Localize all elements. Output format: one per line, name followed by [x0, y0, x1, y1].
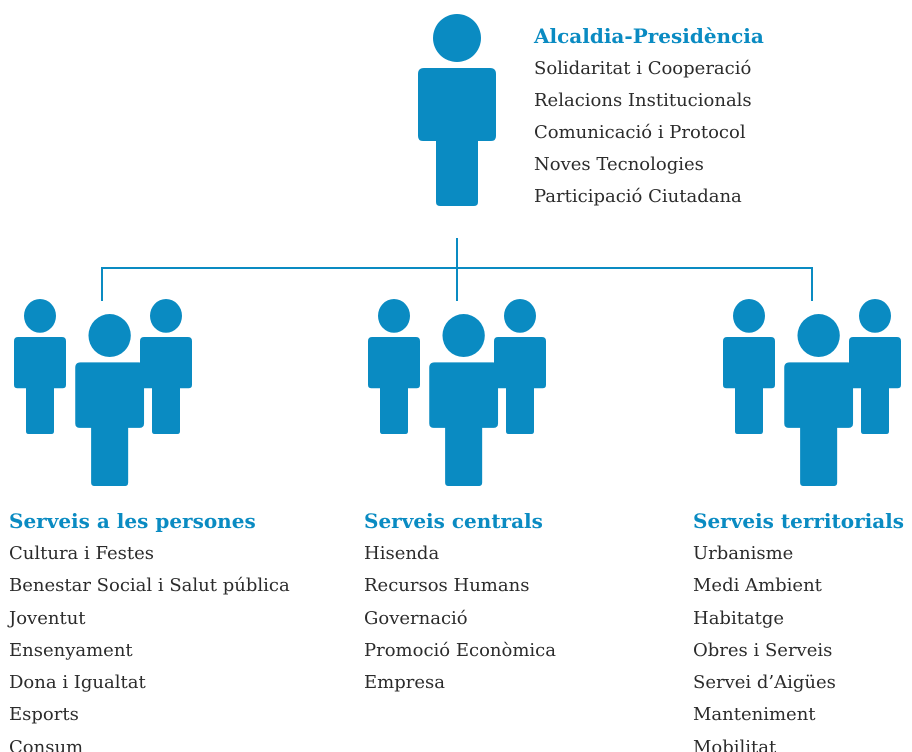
person-icon	[412, 14, 502, 206]
leader-title: Alcaldia-Presidència	[534, 24, 764, 48]
list-item: Comunicació i Protocol	[534, 122, 746, 143]
department-block-centrals: Serveis centrals Hisenda Recursos Humans…	[364, 506, 556, 699]
list-item: Empresa	[364, 672, 445, 694]
department-title: Serveis a les persones	[9, 509, 256, 533]
list-item: Governació	[364, 607, 468, 629]
list-item: Manteniment	[693, 704, 816, 726]
group-icon	[10, 299, 196, 481]
group-icon	[364, 299, 550, 481]
list-item: Dona i Igualtat	[9, 672, 146, 694]
list-item: Habitatge	[693, 607, 785, 629]
list-item: Obres i Serveis	[693, 639, 833, 661]
group-icon	[719, 299, 905, 481]
list-item: Noves Tecnologies	[534, 154, 704, 175]
list-item: Servei d’Aigües	[693, 672, 836, 694]
list-item: Recursos Humans	[364, 575, 530, 597]
list-item: Medi Ambient	[693, 575, 822, 597]
list-item: Urbanisme	[693, 543, 794, 564]
list-item: Consum	[9, 736, 84, 752]
list-item: Ensenyament	[9, 639, 133, 661]
leader-list: Solidaritat i Cooperació Relacions Insti…	[534, 53, 764, 213]
list-item: Mobilitat	[693, 736, 777, 752]
list-item: Hisenda	[364, 543, 440, 564]
list-item: Relacions Institucionals	[534, 90, 752, 111]
list-item: Solidaritat i Cooperació	[534, 58, 752, 79]
department-title: Serveis territorials	[693, 509, 905, 533]
list-item: Promoció Econòmica	[364, 639, 556, 661]
department-list: Cultura i Festes Benestar Social i Salut…	[9, 538, 290, 752]
list-item: Joventut	[9, 607, 86, 629]
department-block-territorials: Serveis territorials Urbanisme Medi Ambi…	[693, 506, 904, 752]
department-block-persones: Serveis a les persones Cultura i Festes …	[9, 506, 290, 752]
department-title: Serveis centrals	[364, 509, 543, 533]
list-item: Esports	[9, 704, 79, 726]
list-item: Cultura i Festes	[9, 543, 155, 564]
department-list: Urbanisme Medi Ambient Habitatge Obres i…	[693, 538, 904, 752]
list-item: Participació Ciutadana	[534, 186, 742, 207]
department-list: Hisenda Recursos Humans Governació Promo…	[364, 538, 556, 699]
leader-block: Alcaldia-Presidència Solidaritat i Coope…	[534, 21, 764, 213]
list-item: Benestar Social i Salut pública	[9, 575, 290, 597]
